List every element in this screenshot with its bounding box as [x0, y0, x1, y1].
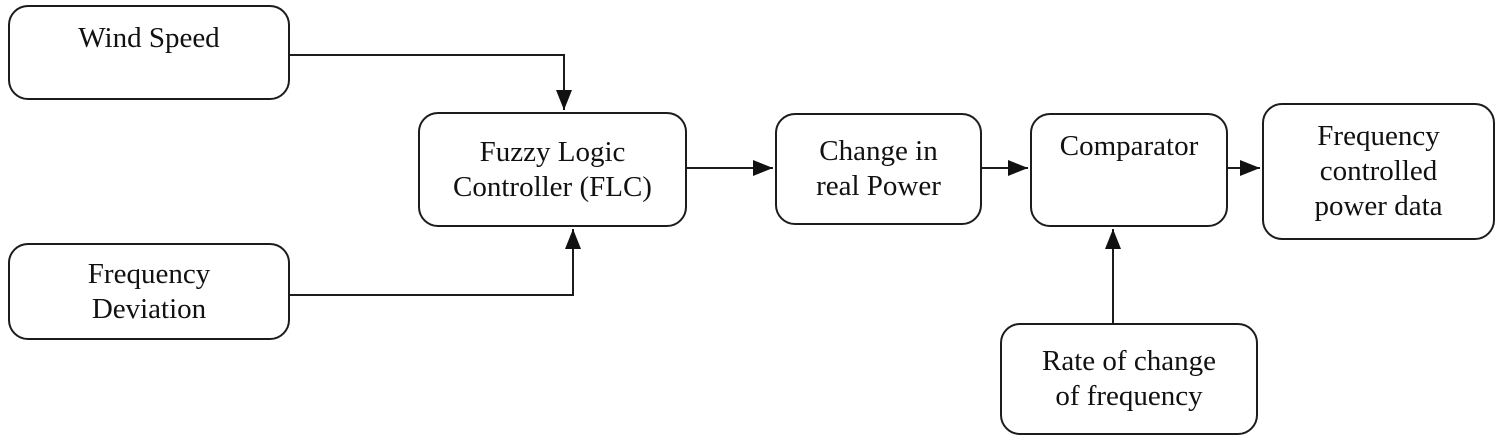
node-change-in-real-power-label: Change in real Power — [816, 135, 941, 202]
node-frequency-deviation: Frequency Deviation — [8, 243, 290, 340]
node-rate-of-change-of-frequency-label: Rate of change of frequency — [1042, 345, 1216, 412]
node-rate-of-change-of-frequency: Rate of change of frequency — [1000, 323, 1258, 435]
node-fuzzy-logic-controller-label: Fuzzy Logic Controller (FLC) — [453, 135, 652, 203]
node-wind-speed-label: Wind Speed — [78, 22, 220, 54]
node-wind-speed: Wind Speed — [8, 5, 290, 100]
node-comparator: Comparator — [1030, 113, 1228, 227]
node-frequency-controlled-power-data-label: Frequency controlled power data — [1314, 120, 1443, 222]
connector-frequency-deviation-to-flc — [290, 229, 581, 296]
node-comparator-label: Comparator — [1059, 130, 1199, 162]
node-change-in-real-power: Change in real Power — [775, 113, 982, 225]
node-frequency-deviation-label: Frequency Deviation — [87, 257, 211, 325]
node-fuzzy-logic-controller: Fuzzy Logic Controller (FLC) — [418, 112, 687, 227]
connector-wind-speed-to-flc — [290, 54, 572, 110]
node-frequency-controlled-power-data: Frequency controlled power data — [1262, 103, 1495, 240]
